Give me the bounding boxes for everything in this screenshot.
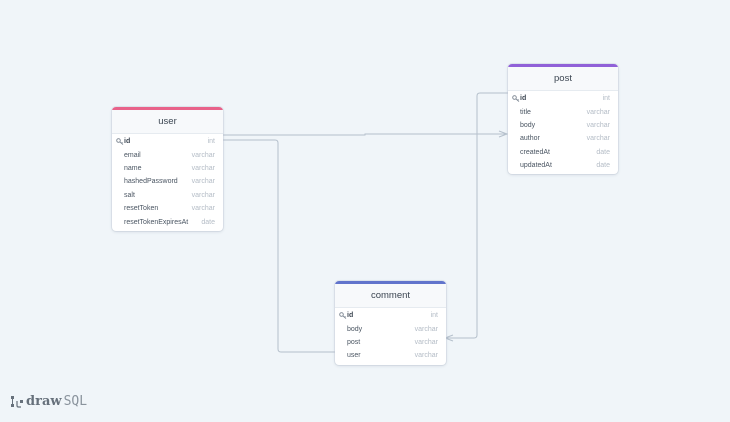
- column-row-user[interactable]: user varchar: [335, 349, 446, 362]
- column-name: salt: [124, 191, 135, 199]
- column-type: varchar: [191, 191, 215, 199]
- column-name: body: [347, 325, 363, 333]
- column-name: resetTokenExpiresAt: [124, 218, 189, 226]
- column-type: date: [201, 218, 215, 226]
- column-row-email[interactable]: email varchar: [112, 148, 223, 161]
- column-type: int: [207, 138, 215, 146]
- column-name: createdAt: [520, 148, 550, 156]
- crowfoot-comment-post-icon: [443, 334, 454, 342]
- column-row-createdAt[interactable]: createdAt date: [508, 146, 618, 159]
- column-row-author[interactable]: author varchar: [508, 132, 618, 145]
- column-name: id: [347, 312, 354, 320]
- column-row-resetToken[interactable]: resetToken varchar: [112, 202, 223, 215]
- column-row-id[interactable]: id int: [508, 92, 618, 105]
- column-type: varchar: [414, 352, 438, 360]
- table-comment[interactable]: comment id int body varchar post varchar…: [335, 281, 446, 365]
- column-name: resetToken: [124, 205, 159, 213]
- column-row-body[interactable]: body varchar: [335, 322, 446, 335]
- column-type: varchar: [414, 338, 438, 346]
- column-type: varchar: [191, 178, 215, 186]
- column-name: id: [124, 138, 131, 146]
- link-user-post: [223, 133, 505, 136]
- key-icon: [339, 312, 347, 319]
- logo-text-sql: SQL: [63, 394, 88, 409]
- column-name: title: [520, 108, 531, 116]
- column-row-updatedAt[interactable]: updatedAt date: [508, 159, 618, 172]
- column-type: varchar: [586, 121, 610, 129]
- column-name: email: [124, 151, 141, 159]
- column-name: post: [347, 338, 361, 346]
- table-title[interactable]: user: [112, 110, 223, 134]
- column-name: user: [347, 352, 361, 360]
- column-type: varchar: [586, 108, 610, 116]
- column-name: updatedAt: [520, 162, 552, 170]
- column-row-resetTokenExpiresAt[interactable]: resetTokenExpiresAt date: [112, 215, 223, 228]
- column-name: name: [124, 164, 142, 172]
- table-accent-bar: [112, 107, 223, 110]
- drawsql-logo-icon: [11, 395, 23, 408]
- logo-text-draw: draw: [26, 394, 62, 409]
- column-row-name[interactable]: name varchar: [112, 162, 223, 175]
- table-accent-bar: [508, 64, 618, 67]
- column-type: date: [596, 162, 610, 170]
- key-icon: [116, 138, 124, 145]
- link-post-comment: [447, 92, 508, 339]
- column-type: varchar: [414, 325, 438, 333]
- column-type: varchar: [191, 164, 215, 172]
- column-type: varchar: [191, 151, 215, 159]
- column-name: id: [520, 95, 527, 103]
- column-row-id[interactable]: id int: [335, 309, 446, 322]
- column-name: hashedPassword: [124, 178, 178, 186]
- table-accent-bar: [335, 281, 446, 284]
- column-type: varchar: [586, 135, 610, 143]
- column-row-hashedPassword[interactable]: hashedPassword varchar: [112, 175, 223, 188]
- table-title[interactable]: post: [508, 67, 618, 91]
- column-type: int: [602, 95, 610, 103]
- column-row-body[interactable]: body varchar: [508, 119, 618, 132]
- table-user[interactable]: user id int email varchar name varchar h…: [112, 107, 223, 231]
- table-post[interactable]: post id int title varchar body varchar a…: [508, 64, 618, 175]
- column-name: author: [520, 135, 540, 143]
- column-name: body: [520, 121, 536, 129]
- table-title[interactable]: comment: [335, 284, 446, 308]
- link-user-comment: [223, 139, 335, 353]
- column-type: int: [430, 312, 438, 320]
- column-row-id[interactable]: id int: [112, 135, 223, 148]
- column-type: varchar: [191, 205, 215, 213]
- column-row-post[interactable]: post varchar: [335, 336, 446, 349]
- crowfoot-post-author-icon: [498, 130, 509, 138]
- key-icon: [512, 95, 520, 102]
- column-type: date: [596, 148, 610, 156]
- column-row-salt[interactable]: salt varchar: [112, 189, 223, 202]
- column-row-title[interactable]: title varchar: [508, 105, 618, 118]
